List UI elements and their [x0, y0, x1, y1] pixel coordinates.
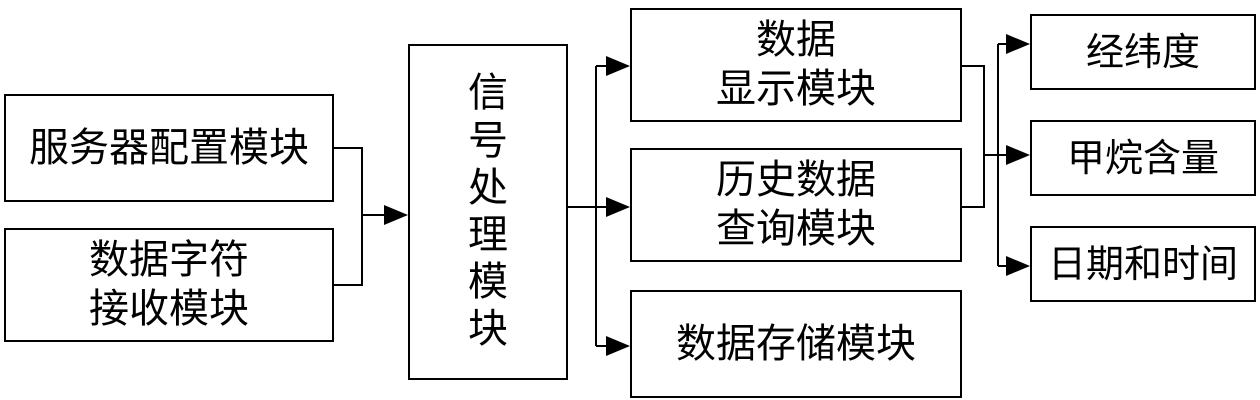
node-label: 历史数据 查询模块 — [716, 157, 876, 252]
arrowhead-history-query — [606, 197, 630, 217]
node-data-storage: 数据存储模块 — [630, 290, 962, 398]
node-data-display: 数据 显示模块 — [630, 8, 962, 122]
node-server-config: 服务器配置模块 — [4, 94, 334, 202]
node-history-query: 历史数据 查询模块 — [630, 148, 962, 262]
node-signal-processing: 信 号 处 理 模 块 — [408, 44, 568, 380]
node-label: 信 号 处 理 模 块 — [468, 70, 508, 353]
connector-char-receive — [334, 215, 363, 286]
node-label: 数据存储模块 — [676, 320, 916, 367]
node-lon-lat: 经纬度 — [1030, 14, 1256, 90]
arrowhead-methane — [1006, 145, 1030, 165]
node-label: 服务器配置模块 — [29, 124, 309, 171]
node-methane: 甲烷含量 — [1030, 120, 1256, 196]
node-label: 甲烷含量 — [1066, 135, 1219, 180]
node-label: 经纬度 — [1085, 29, 1200, 74]
node-label: 数据 显示模块 — [716, 17, 876, 112]
arrowhead-lon-lat — [1006, 34, 1030, 54]
arrowhead-datetime — [1006, 256, 1030, 276]
node-char-receive: 数据字符 接收模块 — [4, 228, 334, 342]
arrowhead-data-display — [606, 56, 630, 76]
arrowhead-signal-processing — [384, 205, 408, 225]
node-datetime: 日期和时间 — [1030, 226, 1256, 302]
connector-data-display — [962, 65, 985, 155]
arrowhead-data-storage — [606, 336, 630, 356]
connector-history-query — [962, 155, 985, 208]
node-label: 日期和时间 — [1047, 241, 1238, 286]
node-label: 数据字符 接收模块 — [89, 237, 249, 332]
connector-server-config — [334, 147, 363, 215]
